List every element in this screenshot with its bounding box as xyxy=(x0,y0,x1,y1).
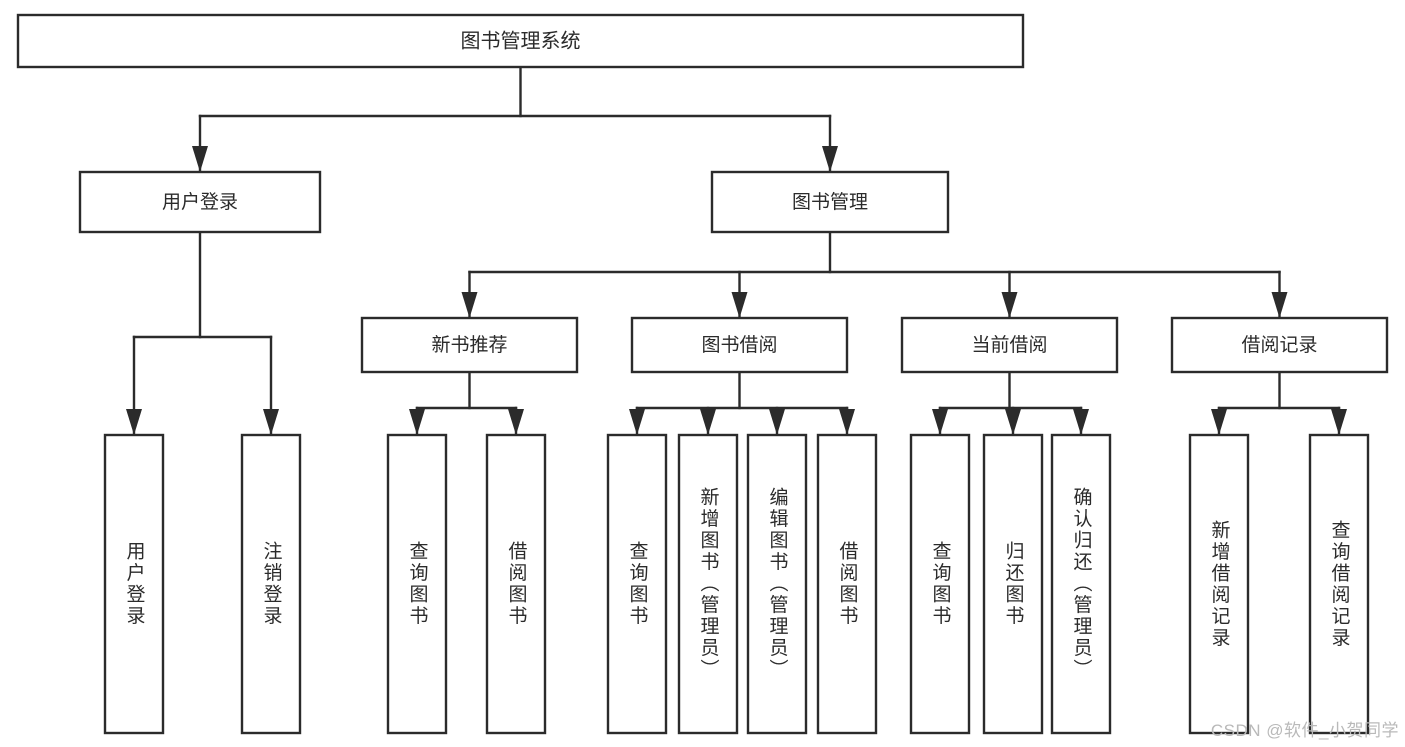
node-leaf-box-13[interactable] xyxy=(1308,433,1370,735)
arrow-head-icon xyxy=(769,409,785,435)
node-leaf-box-4[interactable] xyxy=(485,433,547,735)
node-leaf-box-5[interactable] xyxy=(606,433,668,735)
node-level2-label-1: 用户登录 xyxy=(162,191,238,213)
node-leaf-box-3[interactable] xyxy=(386,433,448,735)
arrow-head-icon xyxy=(508,409,524,435)
node-level3-label-3: 当前借阅 xyxy=(971,334,1047,356)
connector-edges xyxy=(126,65,1347,436)
arrow-head-icon xyxy=(126,409,142,435)
node-level3-label-2: 图书借阅 xyxy=(701,334,777,356)
arrow-head-icon xyxy=(1271,292,1288,318)
node-leaf-box-9[interactable] xyxy=(909,433,971,735)
arrow-head-icon xyxy=(1331,409,1347,435)
node-level2-label-2: 图书管理 xyxy=(792,191,868,213)
node-leaf-box-6[interactable] xyxy=(677,433,739,735)
arrow-head-icon xyxy=(1211,409,1227,435)
node-leaf-box-12[interactable] xyxy=(1188,433,1250,735)
node-level2-box-1[interactable] xyxy=(78,170,322,234)
arrow-head-icon xyxy=(822,146,838,172)
arrow-head-icon xyxy=(731,292,748,318)
node-leaf-box-2[interactable] xyxy=(240,433,302,735)
arrow-head-icon xyxy=(839,409,855,435)
watermark-text: CSDN @软件_小贺同学 xyxy=(1210,721,1399,740)
node-level3-label-4: 借阅记录 xyxy=(1241,334,1317,356)
node-leaf-box-8[interactable] xyxy=(816,433,878,735)
arrow-head-icon xyxy=(1073,409,1089,435)
arrow-head-icon xyxy=(1005,409,1021,435)
node-level3-box-2[interactable] xyxy=(630,316,849,374)
arrow-head-icon xyxy=(192,146,208,172)
node-leaf-box-7[interactable] xyxy=(746,433,808,735)
arrow-head-icon xyxy=(409,409,425,435)
node-level3-box-3[interactable] xyxy=(900,316,1119,374)
arrow-head-icon xyxy=(461,292,478,318)
arrow-head-icon xyxy=(700,409,716,435)
arrow-head-icon xyxy=(263,409,279,435)
node-level3-box-4[interactable] xyxy=(1170,316,1389,374)
arrow-head-icon xyxy=(629,409,645,435)
node-level2-box-2[interactable] xyxy=(710,170,950,234)
arrow-head-icon xyxy=(1001,292,1018,318)
node-level3-box-1[interactable] xyxy=(360,316,579,374)
node-root-label: 图书管理系统 xyxy=(461,29,581,52)
node-level3-label-1: 新书推荐 xyxy=(431,334,507,356)
node-boxes xyxy=(16,13,1389,735)
arrow-head-icon xyxy=(932,409,948,435)
node-leaf-box-1[interactable] xyxy=(103,433,165,735)
node-leaf-box-10[interactable] xyxy=(982,433,1044,735)
node-leaf-box-11[interactable] xyxy=(1050,433,1112,735)
node-root-box[interactable] xyxy=(16,13,1025,69)
